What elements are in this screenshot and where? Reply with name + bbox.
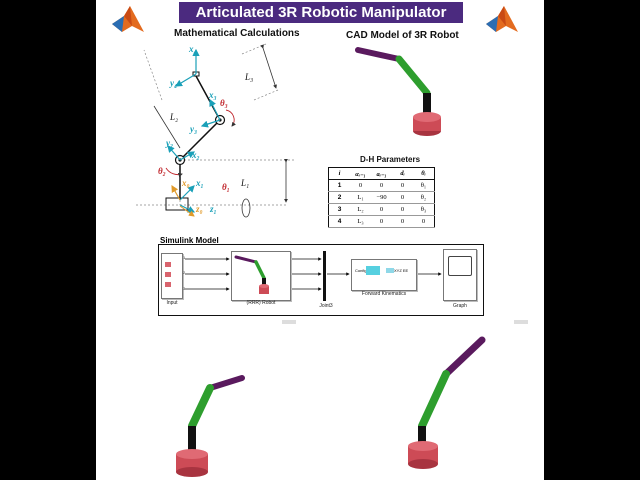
table-row: 1 0 0 0 θ₁ bbox=[328, 179, 435, 192]
simulink-section-title: Simulink Model bbox=[160, 236, 219, 245]
dh-section-title: D-H Parameters bbox=[360, 155, 421, 164]
dh-cell: 0 bbox=[392, 215, 413, 228]
label-x2: x₂ bbox=[192, 150, 200, 160]
dh-cell: θ₂ bbox=[413, 191, 435, 204]
label-theta3: θ₃ bbox=[220, 98, 228, 108]
dh-header: θᵢ bbox=[413, 167, 435, 180]
robot-block-preview bbox=[234, 255, 269, 294]
scroll-indicator bbox=[282, 320, 296, 324]
dh-cell: L₁ bbox=[350, 191, 371, 204]
fk-output-block bbox=[386, 268, 394, 273]
dh-header: αᵢ₋₁ bbox=[350, 167, 371, 180]
label-x0: x₀ bbox=[182, 178, 190, 188]
label-z0: z₀ bbox=[196, 204, 203, 214]
label-z1: z₁ bbox=[210, 204, 217, 214]
label-y3: y₃ bbox=[190, 124, 198, 134]
page-title: Articulated 3R Robotic Manipulator bbox=[179, 2, 463, 23]
label-L1: L₁ bbox=[241, 178, 250, 188]
dh-header: aᵢ₋₁ bbox=[371, 167, 392, 180]
dh-cell: L₃ bbox=[350, 215, 371, 228]
port-label: 2 bbox=[183, 270, 186, 275]
cad-robot-model bbox=[355, 47, 441, 136]
table-row: 4 L₃ 0 0 0 bbox=[328, 215, 435, 228]
kinematic-diagram bbox=[136, 43, 296, 218]
dh-cell: L₂ bbox=[350, 203, 371, 216]
forward-kinematics-block[interactable]: Config XYZ EE bbox=[351, 259, 417, 291]
dh-cell: 0 bbox=[392, 179, 413, 192]
dh-header: dᵢ bbox=[392, 167, 413, 180]
dh-cell: 0 bbox=[371, 179, 392, 192]
scroll-indicator bbox=[514, 320, 528, 324]
matlab-logo-icon bbox=[112, 6, 144, 32]
label-theta2: θ₂ bbox=[158, 166, 166, 176]
dh-cell: 0 bbox=[371, 203, 392, 216]
label-y2: y₂ bbox=[166, 138, 174, 148]
dh-cell: 0 bbox=[350, 179, 371, 192]
signal-lines bbox=[185, 251, 442, 301]
label-L3: L₃ bbox=[245, 72, 254, 82]
simulink-model: Input 1 2 3 (RRR) Robo bbox=[158, 244, 484, 316]
table-row: 3 L₂ 0 0 θ₃ bbox=[328, 203, 435, 216]
cad-section-title: CAD Model of 3R Robot bbox=[346, 30, 459, 41]
graph-label: Graph bbox=[453, 303, 467, 309]
page: Articulated 3R Robotic Manipulator Mathe… bbox=[96, 0, 544, 480]
input-block[interactable] bbox=[161, 253, 183, 299]
port-label: 3 bbox=[183, 286, 186, 291]
dh-parameters-table: i αᵢ₋₁ aᵢ₋₁ dᵢ θᵢ 1 0 0 0 θ₁ 2 L₁ −90 0 … bbox=[328, 167, 435, 228]
label-x1: x₁ bbox=[196, 178, 204, 188]
label-y4: y₄ bbox=[170, 78, 178, 88]
dh-header: i bbox=[328, 167, 350, 180]
scope-screen bbox=[448, 256, 472, 276]
dh-cell: 0 bbox=[413, 215, 435, 228]
fk-block-label: Forward Kinematics bbox=[361, 291, 407, 297]
robot-pose-left bbox=[176, 375, 245, 477]
joint-label: Joint3 bbox=[319, 303, 333, 309]
dh-cell: 0 bbox=[371, 215, 392, 228]
dh-cell: 3 bbox=[328, 203, 350, 216]
input-label: Input bbox=[166, 300, 178, 306]
label-x4: x₄ bbox=[189, 44, 197, 54]
dh-cell: θ₃ bbox=[413, 203, 435, 216]
matlab-logo-icon bbox=[486, 6, 518, 32]
dh-cell: 0 bbox=[392, 191, 413, 204]
robot-block-label: (RRR) Robot bbox=[246, 300, 276, 306]
fk-config-block bbox=[366, 266, 380, 275]
robot-pose-right bbox=[408, 336, 486, 469]
dh-cell: −90 bbox=[371, 191, 392, 204]
dh-cell: 0 bbox=[392, 203, 413, 216]
dh-cell: 1 bbox=[328, 179, 350, 192]
rrr-robot-block[interactable] bbox=[231, 251, 291, 301]
dh-cell: θ₁ bbox=[413, 179, 435, 192]
math-section-title: Mathematical Calculations bbox=[174, 28, 300, 39]
dh-cell: 4 bbox=[328, 215, 350, 228]
graph-scope-block[interactable] bbox=[443, 249, 477, 301]
label-theta1: θ₁ bbox=[222, 182, 230, 192]
fk-output-label: XYZ EE bbox=[394, 268, 409, 273]
fk-input-label: Config bbox=[355, 268, 367, 273]
dh-header-row: i αᵢ₋₁ aᵢ₋₁ dᵢ θᵢ bbox=[328, 167, 435, 180]
label-x3: x₃ bbox=[209, 90, 217, 100]
table-row: 2 L₁ −90 0 θ₂ bbox=[328, 191, 435, 204]
dh-cell: 2 bbox=[328, 191, 350, 204]
port-label: 1 bbox=[183, 255, 186, 260]
label-L2: L₂ bbox=[170, 112, 179, 122]
